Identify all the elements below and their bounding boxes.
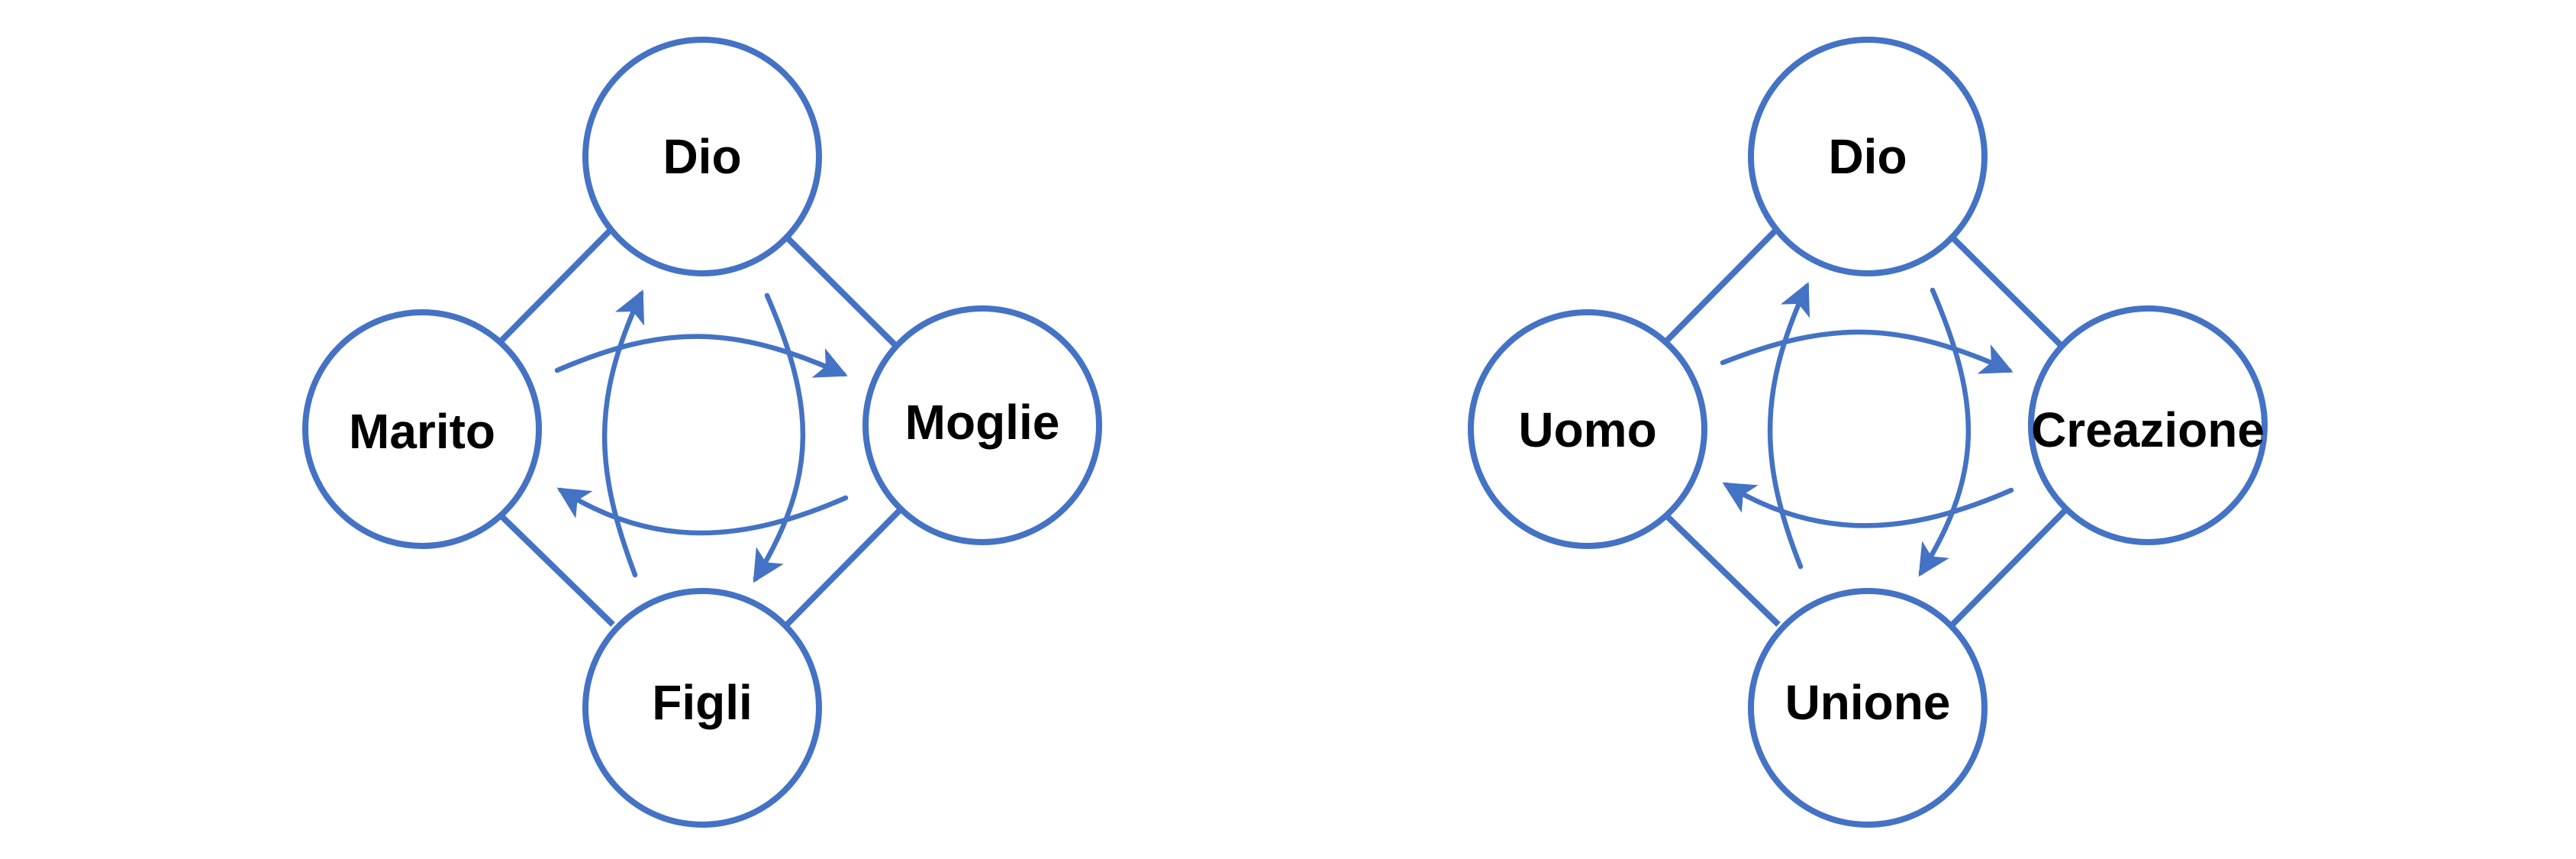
diagram-creation: Dio Uomo Creazione Unione [1468, 37, 2268, 828]
arrow-left-to-right [554, 334, 848, 378]
node-right-circle [862, 305, 1102, 545]
node-right-label: Creazione [2031, 402, 2265, 457]
edge-top-left [498, 225, 615, 344]
edge-top-right [784, 234, 900, 350]
edge-right-bottom [1950, 506, 2069, 627]
node-left: Uomo [1468, 309, 1707, 549]
node-top-circle [1748, 37, 1988, 276]
arrow-right-to-left [1722, 482, 2014, 528]
node-left-label: Uomo [1518, 402, 1656, 457]
node-bottom: Figli [582, 588, 822, 828]
diagram-family: Dio Marito Moglie Figli [302, 37, 1102, 828]
node-bottom-circle [1748, 588, 1988, 828]
node-bottom-circle [582, 588, 822, 828]
node-right: Moglie [862, 305, 1102, 545]
node-top-label: Dio [663, 129, 741, 184]
edge-left-bottom [1665, 514, 1781, 627]
node-bottom-label: Unione [1785, 675, 1951, 730]
node-left-label: Marito [349, 404, 495, 459]
node-right-circle [2028, 305, 2268, 545]
node-left: Marito [302, 309, 542, 549]
node-right: Creazione [2028, 305, 2268, 545]
edge-right-bottom [785, 506, 904, 627]
node-top-label: Dio [1828, 129, 1907, 184]
node-bottom: Unione [1748, 588, 1988, 828]
arrow-right-to-bottom [1918, 287, 1971, 577]
node-top: Dio [1748, 37, 1988, 276]
edge-top-left [1663, 225, 1781, 344]
node-right-label: Moglie [905, 395, 1060, 450]
edge-left-bottom [499, 514, 615, 627]
node-bottom-label: Figli [652, 675, 753, 730]
node-top-circle [582, 37, 822, 276]
arrow-right-to-bottom [753, 292, 806, 583]
arrow-bottom-to-top [1767, 282, 1810, 570]
node-left-circle [1468, 309, 1707, 549]
arrow-bottom-to-top [601, 289, 645, 578]
arrow-left-to-right [1720, 329, 2013, 374]
node-left-circle [302, 309, 542, 549]
edge-top-right [1949, 234, 2065, 350]
node-top: Dio [582, 37, 822, 276]
arrow-right-to-left [556, 487, 849, 536]
